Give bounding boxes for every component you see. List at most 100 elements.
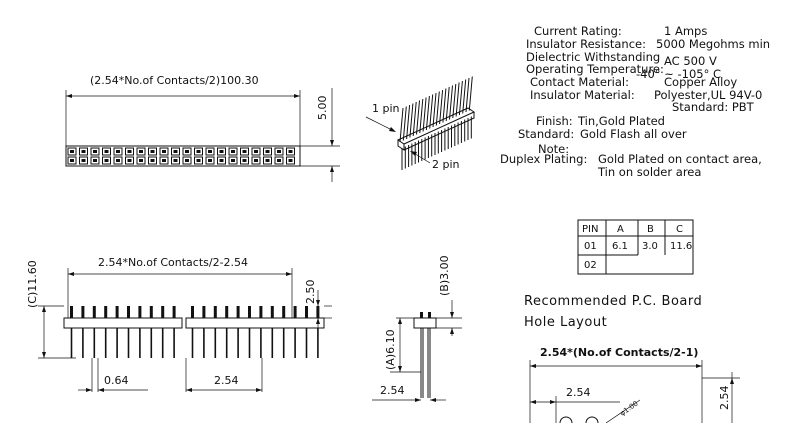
top-pin-square — [277, 150, 281, 153]
top-pin-square — [265, 159, 270, 162]
top-pin-square — [219, 150, 224, 153]
iso-pin-upper — [445, 86, 450, 122]
table-cell-pin-01: 01 — [584, 241, 597, 252]
side-b-dim: (B)3.00 — [438, 255, 451, 296]
top-pin-square — [288, 159, 293, 162]
iso-pin-upper — [435, 91, 440, 126]
iso-pin-upper — [422, 97, 427, 132]
front-pin-top — [115, 306, 119, 318]
front-pin-top — [202, 306, 206, 318]
table-cell-c-01: 11.6 — [670, 241, 692, 252]
spec-note-label: Note: — [538, 142, 569, 156]
isometric-view: 1 pin 2 pin — [365, 76, 476, 171]
iso-pin-upper — [449, 85, 453, 120]
top-pin-square — [116, 150, 120, 153]
top-pin-square — [242, 159, 247, 162]
iso-pin-upper — [406, 104, 411, 140]
spec-standard-label: Standard: — [518, 127, 574, 141]
front-pin-top — [316, 306, 320, 318]
spec-duplex-value: Gold Plated on contact area, — [598, 152, 762, 166]
spec-current-label: Current Rating: — [534, 24, 622, 38]
iso-pin-upper — [402, 106, 407, 141]
top-pin-square — [208, 159, 212, 162]
front-pin-top — [81, 306, 85, 318]
top-pin-square — [254, 159, 258, 162]
top-pin-square — [196, 150, 201, 153]
top-pin-square — [219, 159, 224, 162]
spec-dielectric-label: Dielectric Withstanding — [526, 50, 660, 64]
top-pin-square — [185, 159, 189, 162]
front-view-pins — [70, 306, 320, 358]
top-pin-square — [162, 150, 166, 153]
front-pin-top — [149, 306, 153, 318]
front-pin-top — [104, 306, 108, 318]
top-pin-square — [173, 150, 178, 153]
pcb-layout: Recommended P.C. Board Hole Layout 2.54*… — [524, 294, 740, 423]
top-pin-square — [127, 159, 132, 162]
front-width-dim: 0.64 — [104, 374, 129, 387]
front-pin-top — [282, 306, 286, 318]
iso-pins — [399, 76, 473, 170]
top-pin-square — [254, 150, 258, 153]
iso-pin-upper — [419, 98, 424, 134]
side-a-dim: (A)6.10 — [384, 329, 397, 370]
spec-standard-pbt: Standard: PBT — [672, 100, 755, 114]
front-pin-top — [70, 306, 73, 318]
top-view: (2.54*No.of Contacts/2)100.30 5.00 — [65, 74, 340, 182]
top-pin-square — [81, 150, 86, 153]
top-length-dim: (2.54*No.of Contacts/2)100.30 — [90, 74, 259, 87]
spec-contact-label: Contact Material: — [530, 75, 629, 89]
top-pin-square — [185, 150, 189, 153]
iso-pin-upper — [442, 88, 447, 123]
iso-pin-upper — [425, 95, 430, 131]
table-cell-a-01: 6.1 — [612, 241, 628, 252]
front-total-height-dim: (C)11.60 — [26, 260, 39, 308]
side-pitch-dim: 2.54 — [380, 384, 405, 397]
front-pin-top — [213, 306, 217, 318]
top-pin-square — [139, 159, 143, 162]
pin2-label: 2 pin — [432, 158, 460, 171]
top-pin-square — [127, 150, 132, 153]
front-pin-top — [225, 306, 229, 318]
top-pin-square — [242, 150, 247, 153]
pin1-label: 1 pin — [372, 102, 400, 115]
table-header-c: C — [676, 224, 683, 235]
side-view: (B)3.00 (A)6.10 2.54 — [372, 255, 462, 402]
front-pin-top — [138, 306, 142, 318]
iso-pin-upper — [439, 89, 444, 125]
top-pin-square — [288, 150, 293, 153]
pcb-span-dim: 2.54*(No.of Contacts/2-1) — [540, 346, 698, 359]
front-pin-top — [172, 306, 176, 318]
top-pin-square — [231, 150, 235, 153]
spec-contact-value: Copper Alloy — [664, 75, 737, 89]
iso-pin-upper — [468, 76, 473, 111]
front-pin-top — [191, 306, 194, 318]
front-top-dim: 2.50 — [304, 280, 317, 305]
top-pin-square — [231, 159, 235, 162]
top-pin-square — [70, 159, 74, 162]
front-pin-top — [92, 306, 96, 318]
spec-insulator-res-value: 5000 Megohms min — [656, 37, 770, 51]
spec-finish-value: Tin,Gold Plated — [577, 114, 665, 128]
front-pin-top — [305, 306, 308, 318]
iso-pin-upper — [432, 92, 437, 128]
front-pin-top — [161, 306, 165, 318]
top-pin-square — [81, 159, 86, 162]
top-pin-square — [93, 159, 97, 162]
top-pin-square — [116, 159, 120, 162]
table-cell-pin-02: 02 — [584, 260, 597, 271]
iso-pin-upper — [399, 107, 404, 143]
top-height-dim: 5.00 — [316, 96, 329, 121]
pcb-pitch-h-dim: 2.54 — [566, 386, 591, 399]
iso-pin-upper — [455, 82, 460, 117]
iso-pin-upper — [416, 100, 420, 135]
specifications: Current Rating: 1 Amps Insulator Resista… — [500, 24, 770, 179]
iso-pin-upper — [458, 80, 463, 116]
top-pin-square — [173, 159, 178, 162]
table-cell-b-01: 3.0 — [642, 241, 658, 252]
top-pin-square — [70, 150, 74, 153]
iso-pin-upper — [409, 103, 414, 138]
iso-pin-upper — [429, 94, 434, 129]
top-pin-square — [104, 150, 109, 153]
